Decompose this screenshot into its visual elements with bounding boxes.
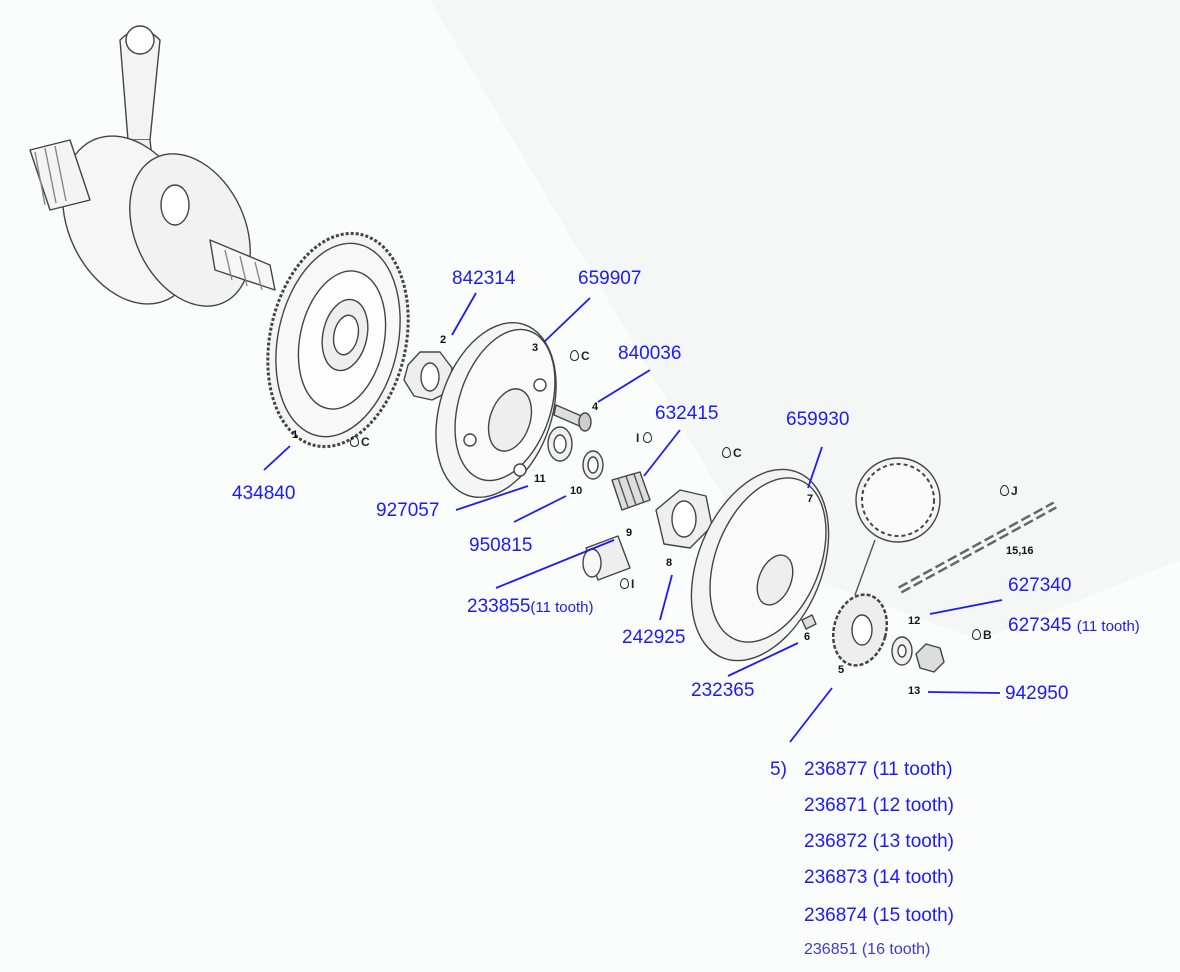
ring-gear	[266, 231, 410, 449]
drop-icon	[620, 578, 629, 589]
part-number-note: (11 tooth)	[530, 599, 594, 616]
index-number: 1	[292, 429, 299, 441]
part-number-label: 627345 (11 tooth)	[1008, 616, 1140, 635]
lubrication-mark: I	[620, 578, 634, 590]
part-number-label: 942950	[1005, 683, 1069, 704]
screw-part-4	[553, 404, 592, 432]
part-number-label: 233855(11 tooth)	[467, 597, 594, 616]
lubrication-mark: B	[972, 629, 992, 641]
nut-part-8	[655, 489, 713, 549]
index-number: 9	[626, 527, 633, 539]
part-number-label: 632415	[655, 403, 719, 424]
part-number-label: 434840	[232, 483, 296, 504]
index-number: 10	[570, 485, 583, 497]
crankshaft	[29, 25, 276, 307]
drop-icon	[972, 629, 981, 640]
lubrication-mark: C	[350, 436, 370, 448]
sprocket-option: 236871 (12 tooth)	[804, 795, 955, 816]
part-number-note: (11 tooth)	[1076, 618, 1140, 635]
nut-part-13	[915, 643, 945, 673]
clutch-drum-part-7	[690, 468, 830, 662]
part-number-value: 627345	[1008, 615, 1072, 636]
lubrication-mark: C	[722, 447, 742, 459]
part-number-label: 840036	[618, 343, 682, 364]
index-number: 2	[440, 334, 447, 346]
index-number: 4	[592, 401, 599, 413]
drop-icon	[570, 350, 579, 361]
part-number-label: 659907	[578, 268, 642, 289]
index-number: 15,16	[1006, 545, 1034, 557]
drop-icon	[350, 436, 359, 447]
sprocket-option: 236872 (13 tooth)	[804, 831, 955, 852]
index-number: 12	[908, 615, 921, 627]
lubrication-mark: J	[1000, 485, 1018, 497]
part-number-label: 842314	[452, 268, 516, 289]
sprocket-option: 236877 (11 tooth)	[804, 759, 953, 780]
chain	[898, 501, 1057, 594]
index-number: 11	[534, 473, 546, 485]
index-number: 13	[908, 685, 921, 697]
part-number-label: 232365	[691, 680, 755, 701]
sprocket-option: 236851 (16 tooth)	[804, 941, 931, 958]
index-number: 8	[666, 557, 673, 569]
background-light-patch	[430, 0, 1180, 640]
part-number-label: 242925	[622, 627, 686, 648]
index-number: 6	[804, 631, 811, 643]
part-number-label: 627340	[1008, 575, 1072, 596]
needle-bearing	[611, 471, 651, 511]
flange-part-3	[435, 321, 557, 499]
index-number: 5	[838, 664, 845, 676]
part-number-label: 927057	[376, 500, 440, 521]
sprocket-part-5	[831, 457, 941, 667]
lubrication-mark: C	[570, 350, 590, 362]
sprocket-option: 236873 (14 tooth)	[804, 867, 955, 888]
part-number-label: 659930	[786, 409, 850, 430]
key-part-6	[801, 614, 817, 630]
sprocket-option: 236874 (15 tooth)	[804, 905, 955, 926]
index-number: 3	[532, 342, 539, 354]
part-number-label: 950815	[469, 535, 533, 556]
drop-icon	[1000, 485, 1009, 496]
sprocket-list-prefix: 5)	[770, 759, 787, 780]
drop-icon	[722, 447, 731, 458]
index-number: 7	[807, 493, 814, 505]
leader-lines	[263, 292, 1003, 743]
lubrication-mark: I	[636, 432, 654, 444]
drop-icon	[642, 432, 652, 443]
part-number-value: 233855	[467, 596, 531, 617]
